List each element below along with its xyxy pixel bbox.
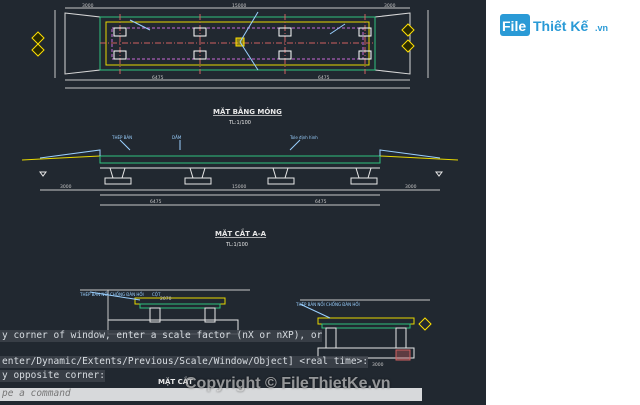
dim-sec-a: 3000 — [60, 184, 72, 190]
cad-model-space[interactable]: 3000 3000 15000 6475 6475 MẶT BẰNG MÓNG … — [0, 0, 486, 405]
label-thep: THÉP BẢN — [111, 135, 132, 140]
dim-sec-c: 6475 — [150, 199, 162, 205]
plan-scale: TL:1/100 — [228, 120, 251, 126]
logo-vn: .vn — [595, 23, 608, 33]
command-history-line: enter/Dynamic/Extents/Previous/Scale/Win… — [0, 356, 369, 368]
cad-drawing[interactable]: 3000 3000 15000 6475 6475 MẶT BẰNG MÓNG … — [0, 0, 486, 405]
command-line-panel: y corner of window, enter a scale factor… — [0, 330, 486, 405]
logo-badge — [500, 14, 530, 36]
section-scale: TL:1/100 — [225, 242, 248, 248]
dim-plan-total: 15000 — [232, 3, 246, 9]
dim-plan-a: 6475 — [152, 75, 164, 81]
dim-top-2: 3000 — [384, 3, 396, 9]
dim-sec-b: 3000 — [405, 184, 417, 190]
command-history-line: y opposite corner: — [0, 370, 105, 382]
section-title: MẶT CẮT A-A — [215, 228, 267, 238]
dim-plan-b: 6475 — [318, 75, 330, 81]
command-history-line: y corner of window, enter a scale factor… — [0, 330, 323, 342]
dim-det-3: 3000 — [372, 362, 384, 368]
logo-thietke: Thiết Kế — [533, 18, 588, 34]
label-detail-1: THÉP BẢN NỐI CHỐNG ĐÀN HỒI — [79, 292, 144, 297]
dim-top-1: 3000 — [82, 3, 94, 9]
command-input[interactable]: pe a command — [0, 388, 422, 401]
watermark: Copyright © FileThietKe.vn — [185, 375, 391, 392]
dim-sec-total: 15000 — [232, 184, 246, 190]
foundation-plan — [31, 7, 429, 89]
label-detail-2: THÉP BẢN NỐI CHỐNG ĐÀN HỒI — [295, 302, 360, 307]
plan-title: MẶT BẰNG MÓNG — [213, 106, 282, 116]
label-tole: Tole định hình — [289, 135, 318, 140]
label-dam: DẦM — [172, 135, 182, 140]
label-cot: CỘT — [152, 292, 161, 297]
dim-det-1: 2070 — [160, 296, 172, 302]
brand-panel — [486, 0, 640, 405]
logo-file: File — [502, 18, 526, 34]
filethietke-logo: File Thiết Kế .vn — [500, 14, 608, 36]
section-a-a — [21, 139, 459, 206]
dim-sec-d: 6475 — [315, 199, 327, 205]
bottom-left-title: MẶT CẮT — [158, 376, 193, 386]
